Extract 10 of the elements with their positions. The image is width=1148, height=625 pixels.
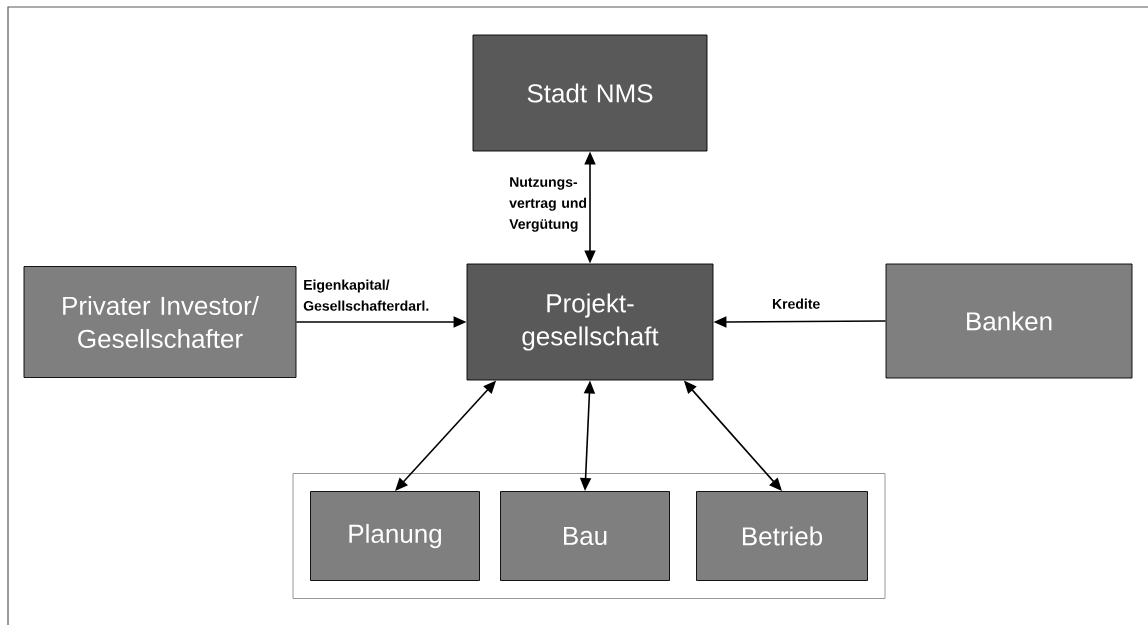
entity-box: Bau	[500, 491, 670, 581]
entity-box: Banken	[885, 263, 1133, 379]
edge-label: Kredite	[772, 298, 820, 309]
edge-label: Nutzungs- vertrag und Vergütung	[509, 177, 587, 232]
entity-box: Planung	[310, 491, 480, 581]
edge-label: Eigenkapital/ Gesellschafterdarl.	[303, 279, 429, 311]
entity-box: Stadt NMS	[472, 34, 708, 152]
entity-box: Betrieb	[696, 491, 868, 581]
entity-box: Projekt- gesellschaft	[466, 263, 714, 381]
entity-box: Privater Investor/ Gesellschafter	[23, 266, 297, 378]
